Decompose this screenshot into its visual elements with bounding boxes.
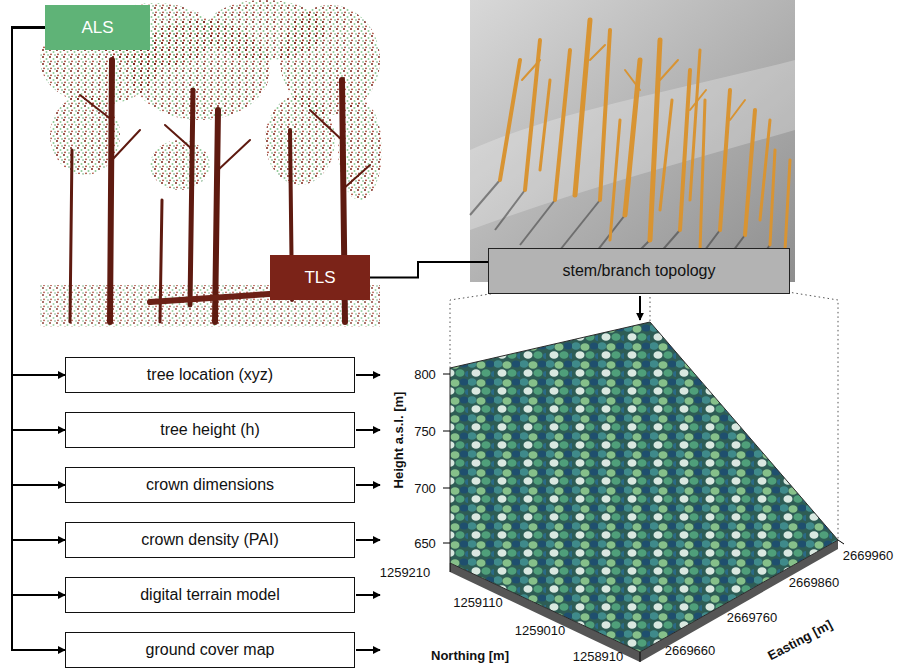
product-box: ground cover map [65, 632, 355, 668]
tick-label: 1258910 [573, 650, 624, 663]
tick-label: 800 [414, 368, 436, 381]
tick-label: 650 [414, 537, 436, 550]
connector [12, 28, 65, 541]
box-text: TLS [304, 268, 335, 288]
tick-label: 2669860 [789, 576, 840, 589]
tick-label: 1259110 [453, 596, 503, 609]
source-box: TLS [270, 255, 370, 300]
connector [12, 28, 65, 596]
canopy-plot [443, 270, 844, 662]
tick-label: 1259010 [515, 624, 566, 637]
tick-label: 2669760 [727, 611, 778, 624]
product-box: tree location (xyz) [65, 357, 355, 393]
box-text: tree location (xyz) [147, 366, 273, 384]
connector [12, 28, 65, 651]
axis-title: Easting [m] [766, 618, 835, 663]
connector [12, 28, 65, 376]
box-text: ALS [81, 18, 113, 38]
axis-title: Height a.s.l. [m] [392, 392, 405, 489]
source-box: ALS [45, 5, 150, 50]
tick-label: 2669960 [843, 549, 894, 562]
point-cloud [40, 0, 382, 327]
box-text: stem/branch topology [563, 262, 716, 280]
connector [12, 28, 65, 431]
leader-arrow [639, 296, 641, 320]
product-box: tree height (h) [65, 412, 355, 448]
box-text: digital terrain model [140, 586, 280, 604]
connector [12, 28, 65, 486]
process-box: stem/branch topology [488, 248, 790, 294]
box-text: ground cover map [146, 641, 275, 659]
product-box: crown dimensions [65, 467, 355, 503]
product-box: crown density (PAI) [65, 522, 355, 558]
connector [370, 262, 488, 278]
box-text: tree height (h) [160, 421, 260, 439]
box-text: crown density (PAI) [141, 531, 279, 549]
product-box: digital terrain model [65, 577, 355, 613]
tick-label: 750 [414, 425, 436, 438]
tick-label: 1259210 [380, 566, 431, 579]
stem-render [470, 0, 795, 282]
axis-title: Northing [m] [431, 649, 509, 662]
product-arrows [356, 375, 380, 650]
tick-label: 700 [414, 482, 436, 495]
box-text: crown dimensions [146, 476, 274, 494]
tick-label: 2669660 [665, 644, 716, 657]
